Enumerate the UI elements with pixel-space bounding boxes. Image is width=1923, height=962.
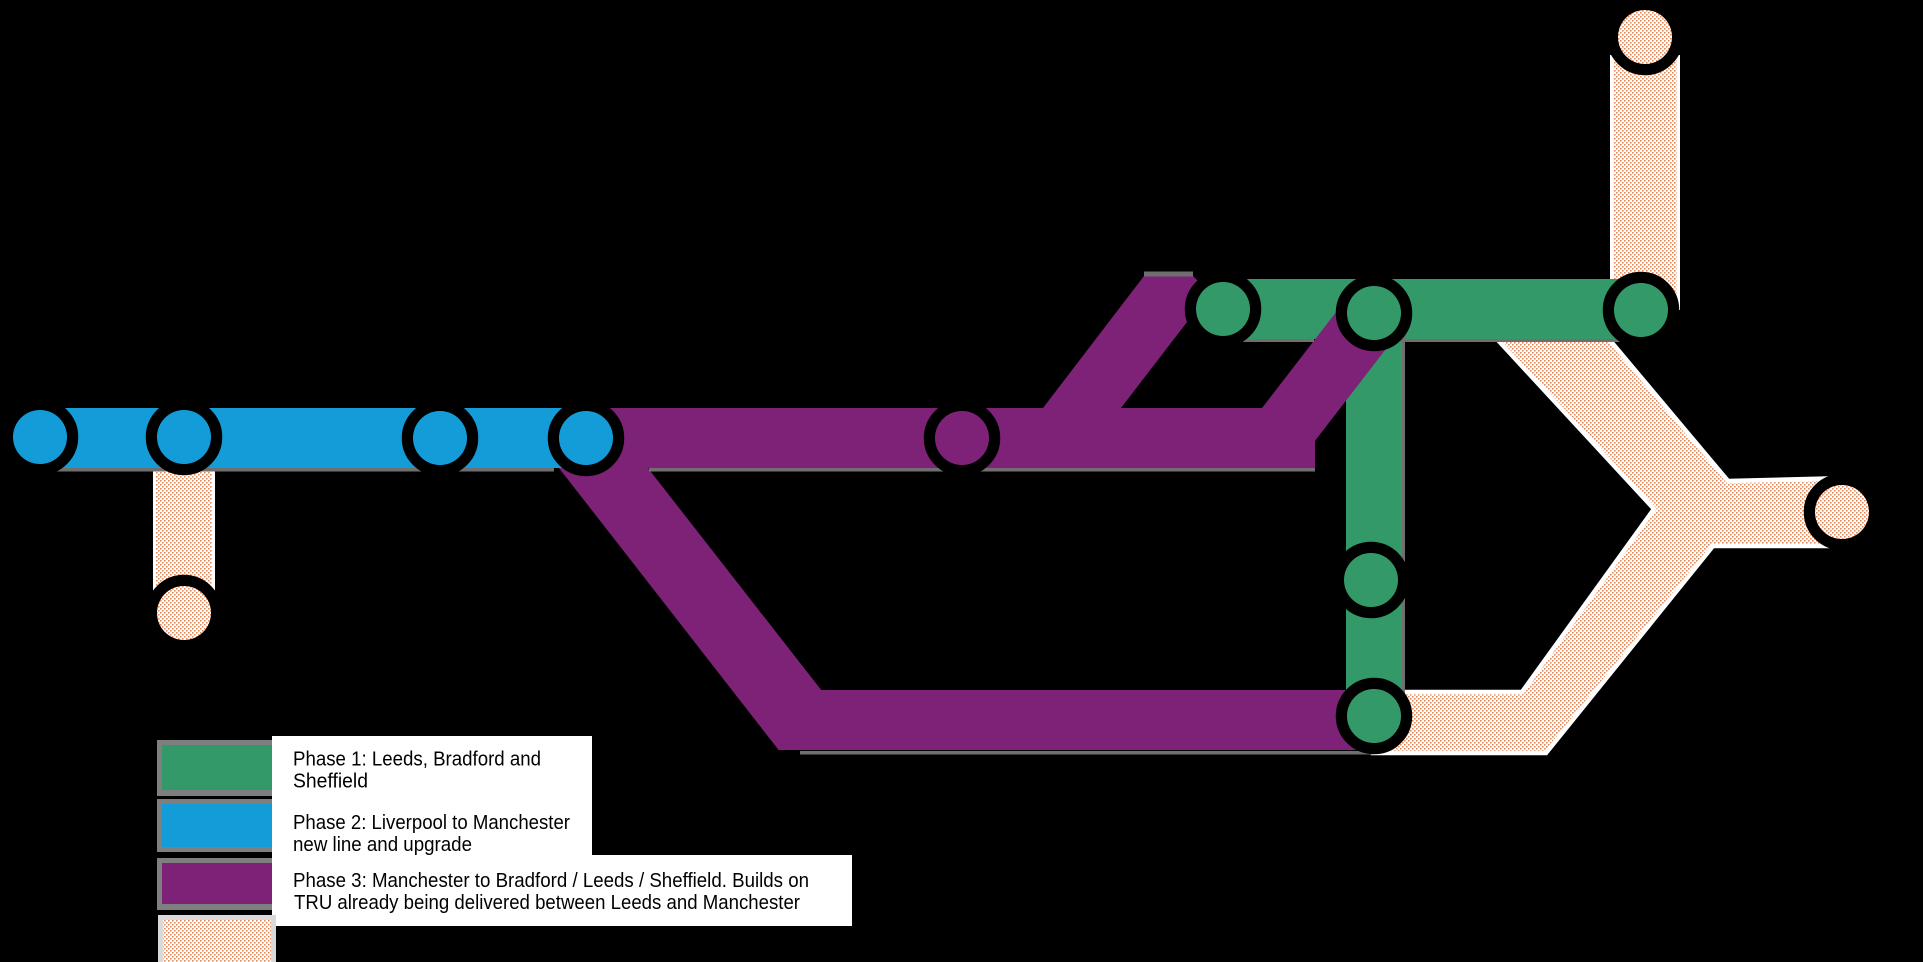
svg-text:Sheffield: Sheffield (293, 771, 368, 793)
svg-text:Phase 1: Leeds, Bradford and: Phase 1: Leeds, Bradford and (293, 749, 541, 771)
svg-text:Phase 2: Liverpool to Manchest: Phase 2: Liverpool to Manchester (293, 812, 570, 834)
svg-text:TRU already being delivered be: TRU already being delivered between Leed… (294, 892, 800, 914)
svg-text:new line and upgrade: new line and upgrade (293, 834, 472, 856)
svg-text:Phase 3: Manchester to Bradfor: Phase 3: Manchester to Bradford / Leeds … (293, 870, 809, 892)
